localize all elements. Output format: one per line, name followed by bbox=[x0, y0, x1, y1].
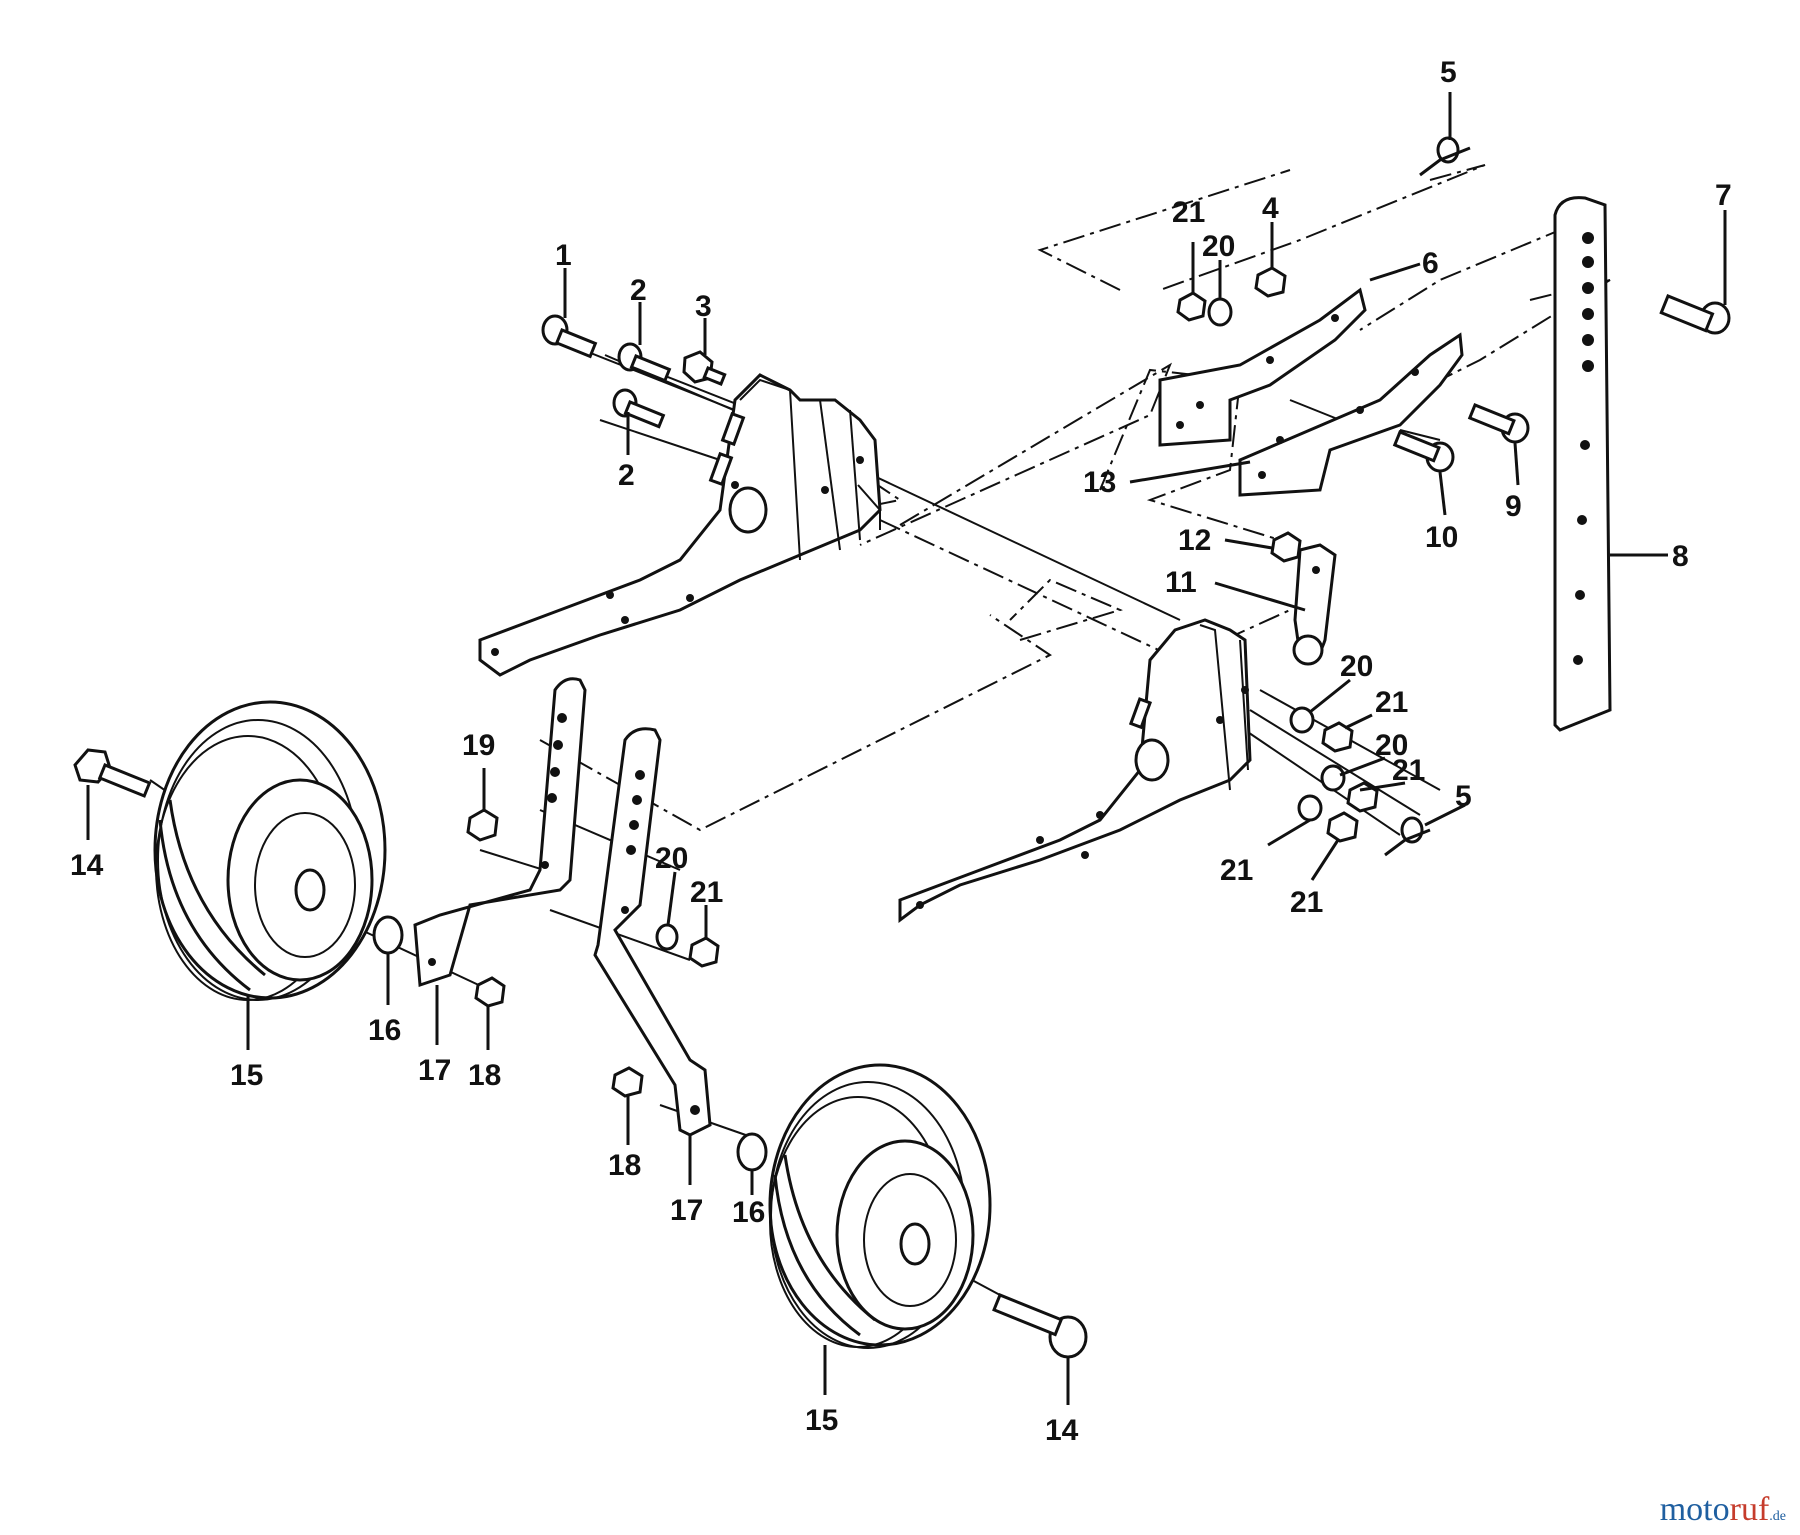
label-21c: 21 bbox=[690, 876, 723, 909]
label-16b: 16 bbox=[732, 1196, 765, 1229]
label-20b: 20 bbox=[655, 842, 688, 875]
washer-icon-20d bbox=[1320, 764, 1346, 792]
bolt-icon-2a bbox=[617, 342, 672, 383]
label-21a: 21 bbox=[1172, 196, 1205, 229]
nut-icon-4 bbox=[1254, 266, 1287, 298]
nut-icon-21a bbox=[1176, 291, 1207, 322]
label-20e: 21 bbox=[1220, 854, 1253, 887]
nut-icon-21b bbox=[688, 936, 720, 968]
label-3: 3 bbox=[695, 290, 712, 323]
clip-icon-5a bbox=[1419, 136, 1471, 177]
nut-icon-18a bbox=[474, 976, 506, 1008]
label-4: 4 bbox=[1262, 192, 1279, 225]
bolt-icon-7 bbox=[1659, 294, 1731, 335]
bolt-icon-2b bbox=[612, 388, 666, 429]
label-20d: 20 bbox=[1375, 729, 1408, 762]
bolt-icon-14a bbox=[73, 748, 152, 798]
label-15a: 15 bbox=[230, 1059, 263, 1092]
label-1: 1 bbox=[555, 239, 572, 272]
label-21b: 21 bbox=[1375, 686, 1408, 719]
label-11: 11 bbox=[1165, 566, 1197, 599]
washer-icon-16a bbox=[372, 915, 404, 955]
label-2b: 2 bbox=[618, 459, 635, 492]
label-18b: 18 bbox=[608, 1149, 641, 1182]
label-14a: 14 bbox=[70, 849, 104, 882]
label-10: 10 bbox=[1425, 521, 1458, 554]
label-7: 7 bbox=[1715, 179, 1732, 212]
watermark-logo: motoruf.de bbox=[1659, 1491, 1786, 1528]
label-15b: 15 bbox=[805, 1404, 838, 1437]
bolt-icon-3 bbox=[682, 350, 727, 386]
right-frame-bracket bbox=[898, 618, 1252, 923]
label-2a: 2 bbox=[630, 274, 647, 307]
label-13: 13 bbox=[1083, 466, 1116, 499]
label-20a: 20 bbox=[1202, 230, 1235, 263]
bolt-icon-10 bbox=[1392, 430, 1455, 473]
washer-icon-16b bbox=[736, 1132, 768, 1172]
left-frame-bracket bbox=[478, 373, 882, 677]
depth-plates bbox=[1158, 287, 1464, 497]
label-5a: 5 bbox=[1440, 56, 1457, 89]
washer-icon-20e bbox=[1297, 794, 1323, 822]
label-17b: 17 bbox=[670, 1194, 703, 1227]
nut-icon-18b bbox=[611, 1066, 644, 1098]
clip-11 bbox=[1292, 543, 1337, 666]
label-9: 9 bbox=[1505, 490, 1522, 523]
nut-icon-21c bbox=[1321, 721, 1354, 753]
label-21e: 21 bbox=[1290, 886, 1323, 919]
washer-icon-20a bbox=[1207, 297, 1233, 327]
label-8: 8 bbox=[1672, 540, 1689, 573]
bolt-icon-14b bbox=[992, 1293, 1088, 1359]
label-19: 19 bbox=[462, 729, 495, 762]
nut-icon-12 bbox=[1270, 531, 1302, 563]
left-wheel-bracket bbox=[413, 677, 587, 988]
clip-icon-5b bbox=[1384, 816, 1431, 857]
label-20c: 20 bbox=[1340, 650, 1373, 683]
label-6: 6 bbox=[1422, 247, 1439, 280]
washer-icon-20c bbox=[1289, 706, 1315, 734]
washer-icon-20b bbox=[655, 923, 679, 951]
label-12: 12 bbox=[1178, 524, 1211, 557]
label-16a: 16 bbox=[368, 1014, 401, 1047]
right-wheel-bracket bbox=[593, 727, 712, 1137]
label-5b: 5 bbox=[1455, 780, 1472, 813]
nut-icon-19 bbox=[466, 808, 499, 842]
right-wheel-icon bbox=[768, 1063, 992, 1349]
label-14b: 14 bbox=[1045, 1414, 1079, 1447]
label-21d: 21 bbox=[1392, 754, 1425, 787]
leader-lines bbox=[86, 92, 1727, 1405]
label-18a: 18 bbox=[468, 1059, 501, 1092]
part-labels: 1 2 2 3 4 5 5 6 7 8 9 10 11 12 13 14 14 … bbox=[70, 56, 1732, 1447]
bolt-icon-9 bbox=[1467, 403, 1530, 444]
depth-bar bbox=[1553, 196, 1612, 732]
label-17a: 17 bbox=[418, 1054, 451, 1087]
left-wheel-icon bbox=[153, 700, 387, 1001]
nut-icon-21e bbox=[1326, 811, 1359, 843]
bolt-icon-1 bbox=[541, 314, 598, 359]
